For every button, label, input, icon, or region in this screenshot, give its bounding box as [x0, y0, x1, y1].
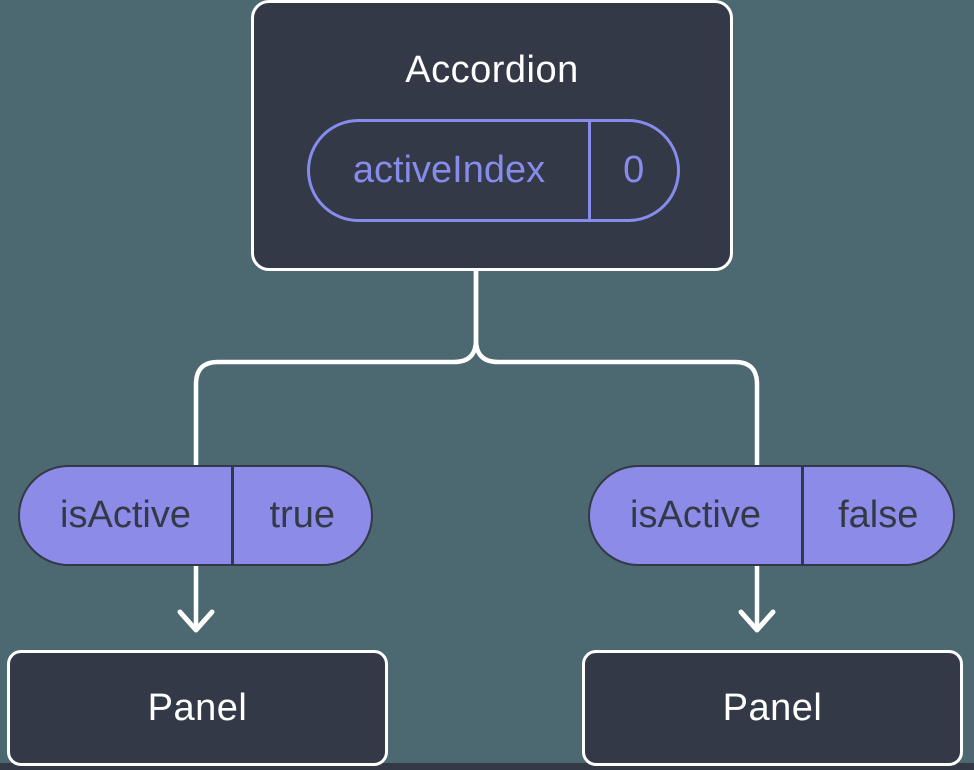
- prop-pill-divider: [588, 122, 591, 219]
- panel-node-title: Panel: [147, 686, 248, 729]
- state-name-label: isActive: [630, 494, 761, 536]
- panel-node-right: Panel: [582, 650, 963, 766]
- state-pill-isactive-false: isActive false: [588, 465, 955, 566]
- arrow-left-head-icon: [177, 609, 215, 633]
- state-value-label: false: [838, 494, 919, 536]
- state-pill-divider: [231, 467, 234, 564]
- state-name-label: isActive: [60, 494, 191, 536]
- prop-value-label: 0: [623, 149, 645, 191]
- panel-node-left: Panel: [7, 650, 388, 766]
- branch-left-line: [193, 261, 479, 469]
- state-value-label: true: [269, 494, 335, 536]
- bottom-edge-strip: [0, 763, 974, 770]
- prop-pill-activeindex: activeIndex 0: [307, 119, 680, 222]
- accordion-node-title: Accordion: [405, 49, 579, 91]
- prop-name-label: activeIndex: [352, 149, 546, 191]
- state-pill-divider: [801, 467, 804, 564]
- state-pill-isactive-true: isActive true: [18, 465, 373, 566]
- branch-right-line: [473, 261, 760, 469]
- arrow-right-head-icon: [738, 609, 776, 633]
- panel-node-title: Panel: [722, 686, 823, 729]
